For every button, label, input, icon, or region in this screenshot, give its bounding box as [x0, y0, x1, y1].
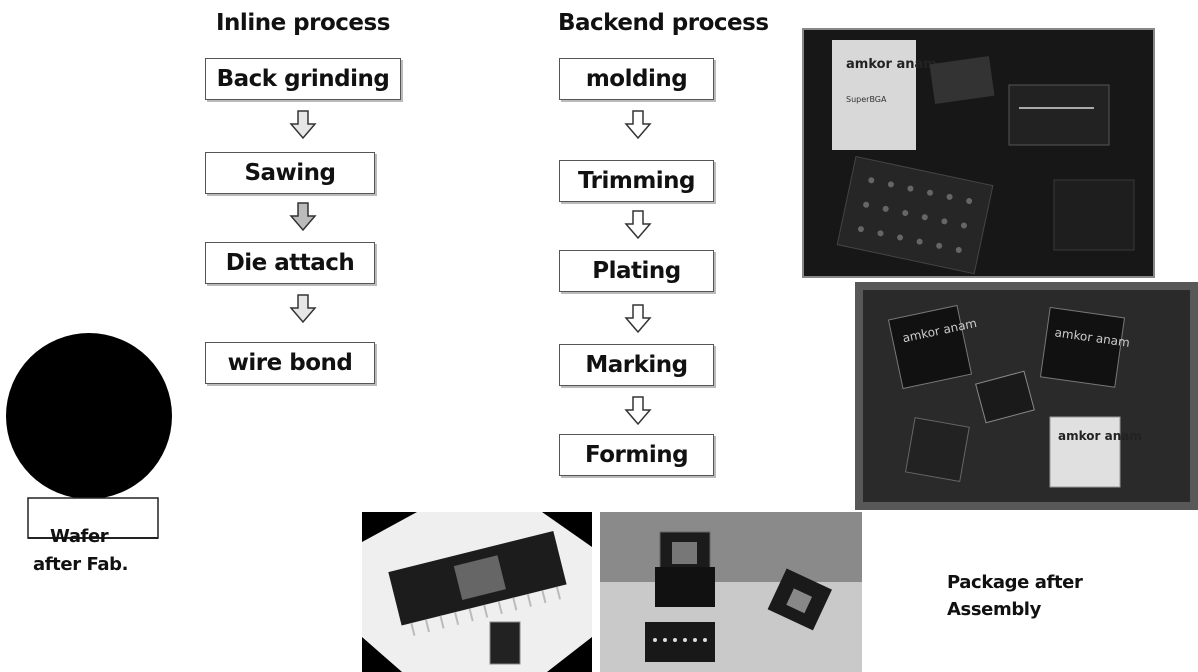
step-plating: Plating: [559, 250, 714, 292]
step-molding: molding: [559, 58, 714, 100]
step-marking: Marking: [559, 344, 714, 386]
wafer-caption-line2: after Fab.: [33, 552, 128, 577]
step-sawing: Sawing: [205, 152, 375, 194]
step-forming: Forming: [559, 434, 714, 476]
package-photo-dip: [362, 512, 592, 672]
down-arrow-icon: [289, 110, 317, 140]
superbga-label: SuperBGA: [846, 95, 887, 104]
package-photo-qfp: amkor anam amkor anam amkor anam: [855, 282, 1198, 510]
step-back-grinding: Back grinding: [205, 58, 401, 100]
package-photo-bga: amkor anam SuperBGA: [802, 28, 1155, 278]
down-arrow-icon: [624, 210, 652, 240]
inline-process-heading: Inline process: [216, 10, 390, 36]
package-caption-line1: Package after: [947, 570, 1082, 595]
package-photo-ceramic: [600, 512, 862, 672]
down-arrow-icon: [289, 294, 317, 324]
step-wire-bond: wire bond: [205, 342, 375, 384]
package-caption-line2: Assembly: [947, 597, 1041, 622]
chip-logo-text: amkor anam: [846, 57, 937, 72]
wafer-caption-line1: Wafer: [50, 524, 108, 549]
step-die-attach: Die attach: [205, 242, 375, 284]
chip-logo-text: amkor anam: [1058, 429, 1142, 443]
down-arrow-icon: [624, 304, 652, 334]
step-trimming: Trimming: [559, 160, 714, 202]
backend-process-heading: Backend process: [558, 10, 769, 36]
down-arrow-icon: [624, 396, 652, 426]
down-arrow-icon: [289, 202, 317, 232]
down-arrow-icon: [624, 110, 652, 140]
